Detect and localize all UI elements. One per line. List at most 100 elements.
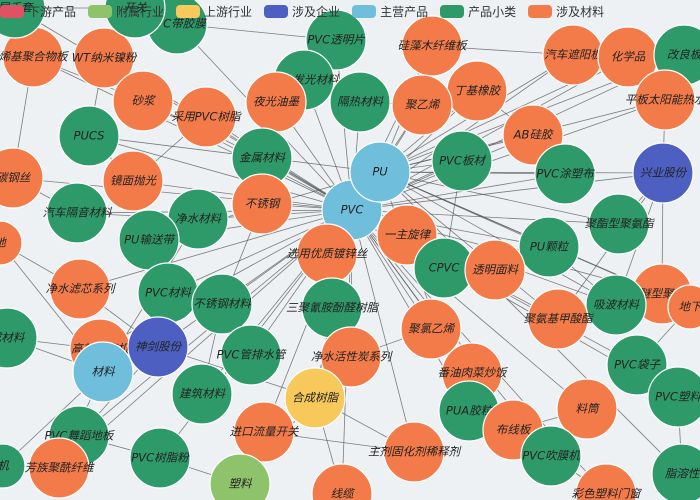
- node-circle[interactable]: [575, 463, 637, 500]
- node-circle[interactable]: [632, 142, 694, 204]
- graph-node[interactable]: PVC涂塑布: [534, 143, 596, 205]
- graph-node[interactable]: PU输送带: [118, 209, 180, 271]
- graph-node[interactable]: 线缆: [311, 463, 373, 500]
- graph-node[interactable]: 砂浆: [112, 70, 174, 132]
- node-circle[interactable]: [73, 27, 135, 89]
- graph-node[interactable]: 镜面抛光: [102, 150, 164, 212]
- graph-node[interactable]: 脂溶性: [651, 443, 700, 500]
- graph-node[interactable]: PVC材料: [137, 262, 199, 324]
- graph-node[interactable]: CPVC: [413, 237, 475, 299]
- node-circle[interactable]: [329, 71, 391, 133]
- legend-item[interactable]: 主营产品: [352, 3, 428, 20]
- node-circle[interactable]: [46, 182, 108, 244]
- graph-node[interactable]: 吸波材料: [585, 274, 647, 336]
- node-circle[interactable]: [431, 130, 493, 192]
- graph-node[interactable]: 成材料: [0, 307, 38, 369]
- graph-node[interactable]: 汽车隔音材料: [43, 182, 113, 244]
- node-circle[interactable]: [527, 288, 589, 350]
- node-circle[interactable]: [606, 334, 668, 396]
- graph-node[interactable]: 聚酯型聚氨酯: [585, 193, 655, 255]
- node-circle[interactable]: [667, 284, 700, 330]
- graph-node[interactable]: 选用优质镀锌丝: [287, 223, 369, 285]
- node-circle[interactable]: [464, 239, 526, 301]
- graph-node[interactable]: PVC管排水管: [217, 324, 287, 386]
- node-circle[interactable]: [191, 273, 253, 335]
- graph-node[interactable]: PUCS: [58, 105, 120, 167]
- graph-node[interactable]: 汽车遮阳板: [542, 24, 604, 86]
- node-circle[interactable]: [58, 105, 120, 167]
- node-circle[interactable]: [112, 70, 174, 132]
- graph-node[interactable]: 芳族聚酰纤维: [25, 437, 95, 499]
- graph-node[interactable]: 地: [0, 220, 23, 266]
- graph-node[interactable]: 净水滤芯系列: [46, 258, 117, 320]
- graph-node[interactable]: 兴业股份: [632, 142, 694, 204]
- legend-item[interactable]: 附属行业: [88, 3, 164, 20]
- node-circle[interactable]: [556, 378, 618, 440]
- graph-node[interactable]: 料筒: [556, 378, 618, 440]
- node-circle[interactable]: [129, 427, 191, 489]
- node-circle[interactable]: [209, 453, 271, 500]
- graph-node[interactable]: 隔热材料: [329, 71, 391, 133]
- node-circle[interactable]: [585, 274, 647, 336]
- graph-node[interactable]: 聚氨基甲酸酯: [524, 288, 594, 350]
- graph-node[interactable]: 主剂固化剂稀释剂: [368, 421, 461, 483]
- graph-node[interactable]: 采用PVC树脂: [172, 86, 242, 148]
- graph-node[interactable]: 丁基橡胶: [446, 60, 508, 122]
- node-circle[interactable]: [231, 173, 293, 235]
- node-circle[interactable]: [401, 15, 463, 77]
- graph-node[interactable]: PVC板材: [431, 130, 493, 192]
- node-circle[interactable]: [102, 150, 164, 212]
- node-circle[interactable]: [391, 74, 453, 136]
- node-circle[interactable]: [0, 220, 23, 266]
- graph-node[interactable]: 塑料: [209, 453, 271, 500]
- graph-node[interactable]: 化学品: [597, 26, 659, 88]
- graph-node[interactable]: 彩色塑料门窗: [572, 463, 642, 500]
- node-circle[interactable]: [520, 425, 582, 487]
- graph-node[interactable]: PU颗粒: [518, 216, 580, 278]
- graph-node[interactable]: 夜光油墨: [245, 71, 307, 133]
- graph-node[interactable]: PU: [349, 141, 411, 203]
- node-circle[interactable]: [634, 69, 696, 131]
- graph-node[interactable]: WT纳米镍粉: [72, 27, 138, 89]
- node-circle[interactable]: [49, 258, 111, 320]
- node-circle[interactable]: [349, 141, 411, 203]
- legend-item[interactable]: 下游产品: [0, 3, 76, 20]
- node-circle[interactable]: [28, 437, 90, 499]
- graph-node[interactable]: PVC吹膜机: [520, 425, 582, 487]
- graph-node[interactable]: 硅藻木纤维板: [398, 15, 468, 77]
- graph-node[interactable]: 不锈钢材料: [191, 273, 253, 335]
- graph-node[interactable]: 碳钢丝: [0, 147, 44, 209]
- graph-node[interactable]: 建筑材料: [171, 363, 233, 425]
- node-circle[interactable]: [220, 324, 282, 386]
- node-circle[interactable]: [320, 326, 382, 388]
- node-circle[interactable]: [383, 421, 445, 483]
- graph-node[interactable]: 材料: [72, 341, 134, 403]
- node-circle[interactable]: [588, 193, 650, 255]
- graph-node[interactable]: 神剑股份: [127, 316, 189, 378]
- node-circle[interactable]: [534, 143, 596, 205]
- graph-node[interactable]: 进口流量开关: [230, 401, 299, 463]
- node-circle[interactable]: [171, 363, 233, 425]
- legend-item[interactable]: 上游行业: [176, 3, 252, 20]
- node-circle[interactable]: [127, 316, 189, 378]
- graph-node[interactable]: 烯基聚合物板: [0, 26, 69, 88]
- node-circle[interactable]: [311, 463, 373, 500]
- legend-item[interactable]: 涉及材料: [528, 3, 604, 20]
- graph-node[interactable]: 开关: [104, 0, 166, 39]
- graph-node[interactable]: 聚乙烯: [391, 74, 453, 136]
- node-circle[interactable]: [284, 367, 346, 429]
- node-circle[interactable]: [72, 341, 134, 403]
- graph-node[interactable]: PVC塑料: [647, 366, 700, 428]
- node-circle[interactable]: [175, 86, 237, 148]
- node-circle[interactable]: [0, 147, 44, 209]
- graph-node[interactable]: 平板太阳能热水: [625, 69, 700, 131]
- graph-node[interactable]: PVC袋子: [606, 334, 668, 396]
- legend-item[interactable]: 产品小类: [440, 3, 516, 20]
- node-circle[interactable]: [0, 443, 26, 489]
- node-circle[interactable]: [518, 216, 580, 278]
- graph-node[interactable]: 地下: [667, 284, 700, 330]
- graph-node[interactable]: 机: [0, 443, 26, 489]
- graph-node[interactable]: 三聚氰胺酚醛树脂: [286, 277, 379, 339]
- graph-node[interactable]: 聚氯乙烯: [400, 298, 462, 360]
